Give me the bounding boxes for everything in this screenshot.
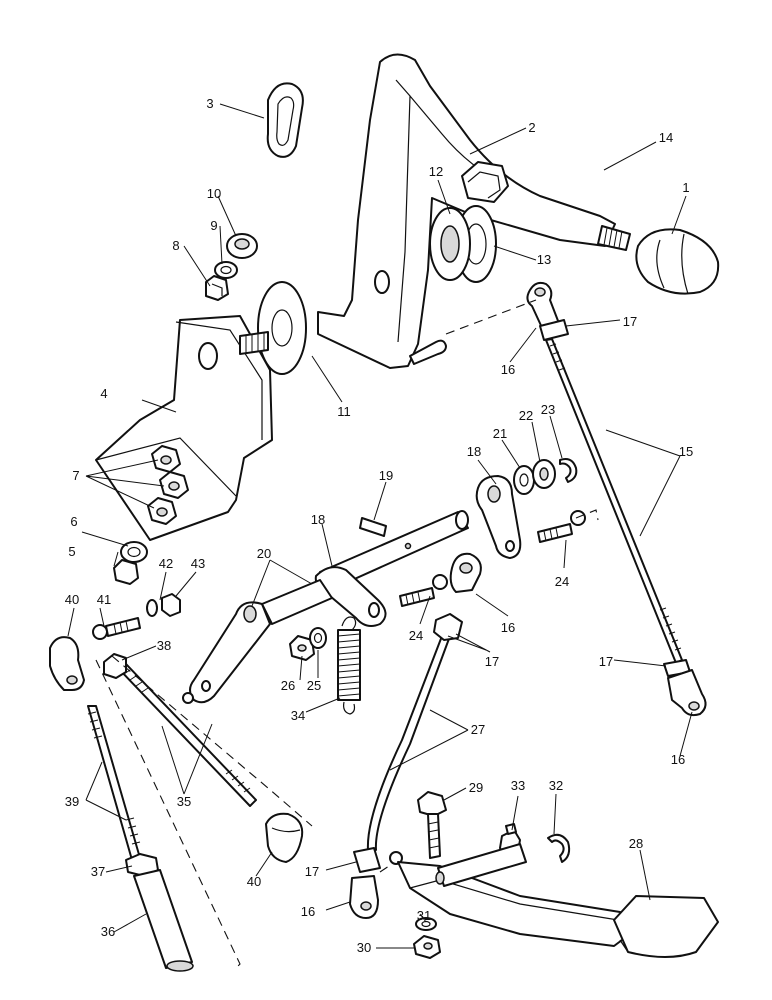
callout-label: 5: [68, 544, 75, 559]
circlip-part: [547, 833, 571, 863]
callout-label: 17: [305, 864, 319, 879]
clutch-pedal-part: [389, 843, 719, 958]
callout-label: 16: [501, 362, 515, 377]
callout-label: 17: [599, 654, 613, 669]
return-spring-part: [337, 616, 361, 715]
bracket-nuts-part: [147, 445, 189, 525]
washer-part-25: [309, 627, 327, 649]
callout-labels: 1 2 3 4 5 6 7 8 9 10 11 12 13 14 15 16 1…: [65, 96, 693, 955]
callout-label: 17: [485, 654, 499, 669]
grommet-part: [266, 82, 304, 158]
yoke-part-upper: [49, 636, 85, 691]
callout-label: 6: [70, 514, 77, 529]
cross-shaft-part: [314, 510, 469, 627]
callout-label: 16: [671, 752, 685, 767]
callout-label: 24: [555, 574, 569, 589]
callout-label: 18: [467, 444, 481, 459]
nut-part-30: [413, 935, 441, 959]
callout-label: 2: [528, 120, 535, 135]
callout-label: 42: [159, 556, 173, 571]
callout-label: 7: [72, 468, 79, 483]
upper-adjuster-rod-part: [526, 281, 707, 717]
callout-label: 43: [191, 556, 205, 571]
cross-shaft-washers-part: [513, 458, 578, 495]
threaded-rod-part: [103, 653, 257, 807]
sleeve-part-36: [133, 869, 194, 972]
pivot-bush-part: [429, 205, 497, 283]
callout-label: 41: [97, 592, 111, 607]
callout-label: 27: [471, 722, 485, 737]
nut-part-26: [289, 635, 315, 661]
callout-label: 8: [172, 238, 179, 253]
spacer-part: [226, 233, 258, 259]
callout-label: 23: [541, 402, 555, 417]
callout-label: 29: [469, 780, 483, 795]
callout-label: 25: [307, 678, 321, 693]
callout-label: 1: [682, 180, 689, 195]
callout-label: 9: [210, 218, 217, 233]
callout-label: 37: [91, 864, 105, 879]
pedal-bracket-part: [95, 315, 273, 541]
callout-label: 22: [519, 408, 533, 423]
nut-part-5: [113, 559, 139, 585]
yoke-part-lower: [265, 812, 304, 863]
callout-label: 21: [493, 426, 507, 441]
callout-label: 13: [537, 252, 551, 267]
leader-lines: [67, 103, 693, 949]
callout-label: 12: [429, 164, 443, 179]
callout-label: 35: [177, 794, 191, 809]
callout-label: 26: [281, 678, 295, 693]
callout-label: 19: [379, 468, 393, 483]
callout-label: 40: [65, 592, 79, 607]
callout-label: 14: [659, 130, 673, 145]
callout-label: 16: [301, 904, 315, 919]
ball-stud-part-41: [92, 617, 141, 640]
ball-socket-part-mid: [449, 552, 482, 593]
ball-stud-part-b: [399, 574, 448, 607]
large-washer-part: [257, 281, 307, 375]
callout-label: 36: [101, 924, 115, 939]
bolt-part-29: [417, 791, 447, 859]
callout-label: 17: [623, 314, 637, 329]
callout-label: 39: [65, 794, 79, 809]
callout-label: 11: [337, 404, 351, 419]
callout-label: 33: [511, 778, 525, 793]
callout-label: 38: [157, 638, 171, 653]
washer-part-6: [120, 541, 148, 563]
callout-label: 28: [629, 836, 643, 851]
pedal-shaft-arm-part: [182, 579, 333, 704]
callout-label: 31: [417, 908, 431, 923]
lower-adjuster-rod-part: [349, 613, 463, 919]
callout-label: 10: [207, 186, 221, 201]
callout-label: 3: [206, 96, 213, 111]
washer-part-31: [415, 917, 437, 931]
callout-label: 34: [291, 708, 305, 723]
callout-label: 15: [679, 444, 693, 459]
callout-label: 16: [501, 620, 515, 635]
callout-label: 30: [357, 940, 371, 955]
callout-label: 40: [247, 874, 261, 889]
nut-part-43: [161, 593, 181, 617]
callout-label: 32: [549, 778, 563, 793]
washer-part-9: [214, 261, 238, 279]
callout-label: 20: [257, 546, 271, 561]
pedal-knob-part: [635, 228, 720, 295]
lever-nut-part: [461, 161, 509, 203]
assembly-dashed-lines: [95, 299, 599, 969]
callout-label: 24: [409, 628, 423, 643]
callout-label: 18: [311, 512, 325, 527]
stud-part-8: [205, 275, 229, 301]
lower-rod-part: [87, 705, 141, 861]
callout-label: 4: [100, 386, 107, 401]
small-lever-part: [475, 475, 522, 559]
washer-part-42: [146, 599, 158, 617]
ball-stud-part-a: [537, 510, 586, 543]
roll-pin-part: [359, 517, 387, 537]
